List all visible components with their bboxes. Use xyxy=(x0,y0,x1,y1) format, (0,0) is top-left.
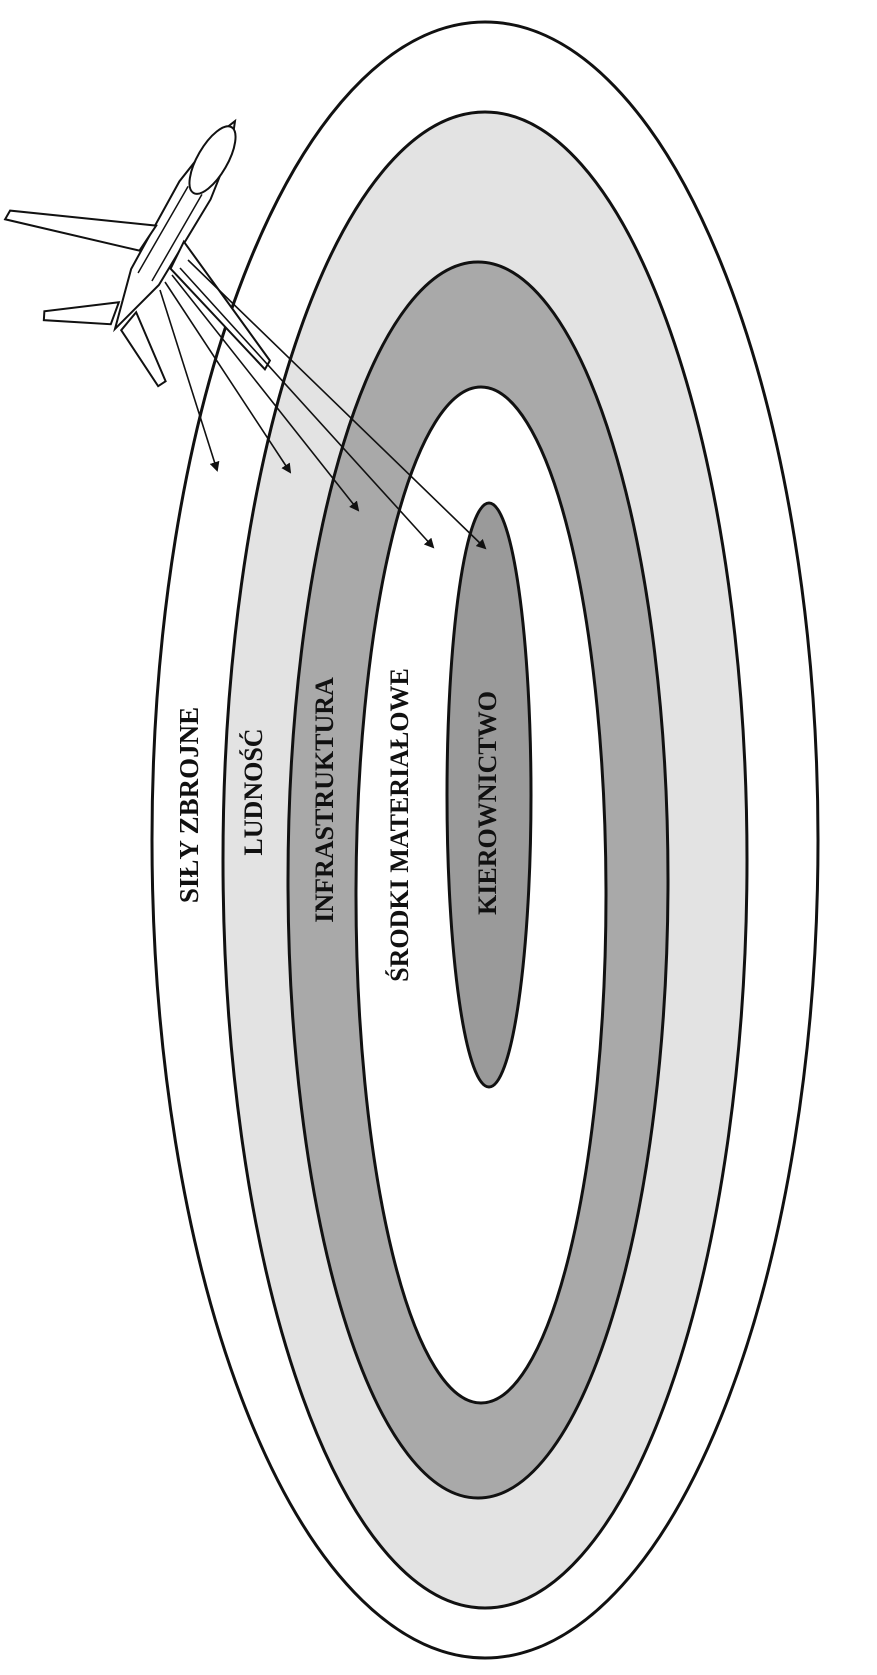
label-srodki-materialowe: ŚRODKI MATERIAŁOWE xyxy=(385,668,414,982)
label-sily-zbrojne: SIŁY ZBROJNE xyxy=(174,707,204,903)
label-infrastruktura: INFRASTRUKTURA xyxy=(310,677,339,923)
label-kierownictwo: KIEROWNICTWO xyxy=(473,691,502,915)
label-ludnosc: LUDNOŚĆ xyxy=(239,728,268,855)
